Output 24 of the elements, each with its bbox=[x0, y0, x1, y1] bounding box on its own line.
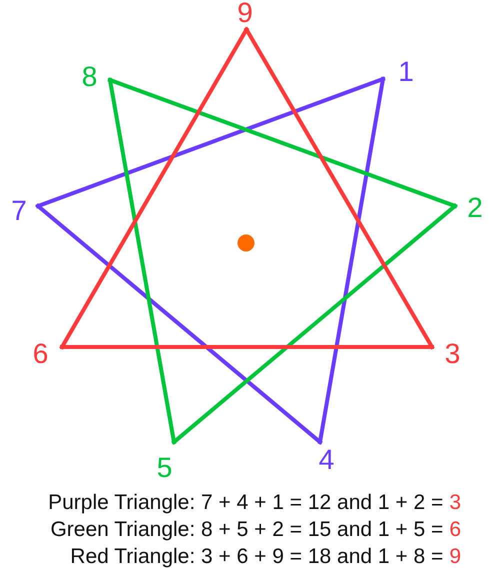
triangle-side bbox=[108, 78, 176, 444]
triangle-side bbox=[244, 28, 434, 349]
vertex-number: 2 bbox=[455, 196, 483, 218]
equation-text: Purple Triangle: 7 + 4 + 1 = 12 and 1 + 2 = bbox=[48, 491, 444, 514]
triangle-side bbox=[60, 28, 248, 349]
result-number: 6 bbox=[449, 518, 461, 541]
triangle-side bbox=[108, 78, 457, 208]
vertex-number: 8 bbox=[82, 66, 110, 88]
result-number: 9 bbox=[449, 545, 461, 568]
vertex-number: 4 bbox=[318, 442, 334, 470]
vertex-number: 9 bbox=[237, 2, 253, 30]
vertex-number: 1 bbox=[383, 61, 414, 83]
vertex-number: 6 bbox=[32, 343, 62, 365]
equation-text: Green Triangle: 8 + 5 + 2 = 15 and 1 + 5 = bbox=[50, 518, 444, 541]
triangle-side bbox=[318, 77, 385, 444]
result-number: 3 bbox=[449, 491, 461, 514]
vertex-number: 5 bbox=[156, 442, 174, 478]
triangle-side bbox=[172, 204, 457, 444]
equation-text: Red Triangle: 3 + 6 + 9 = 18 and 1 + 8 = bbox=[70, 545, 444, 568]
vertex-number: 3 bbox=[432, 343, 460, 365]
triangle-side bbox=[36, 77, 385, 208]
triangle-side bbox=[60, 345, 434, 349]
vertex-number: 7 bbox=[11, 200, 38, 222]
triangle-side bbox=[36, 204, 322, 444]
